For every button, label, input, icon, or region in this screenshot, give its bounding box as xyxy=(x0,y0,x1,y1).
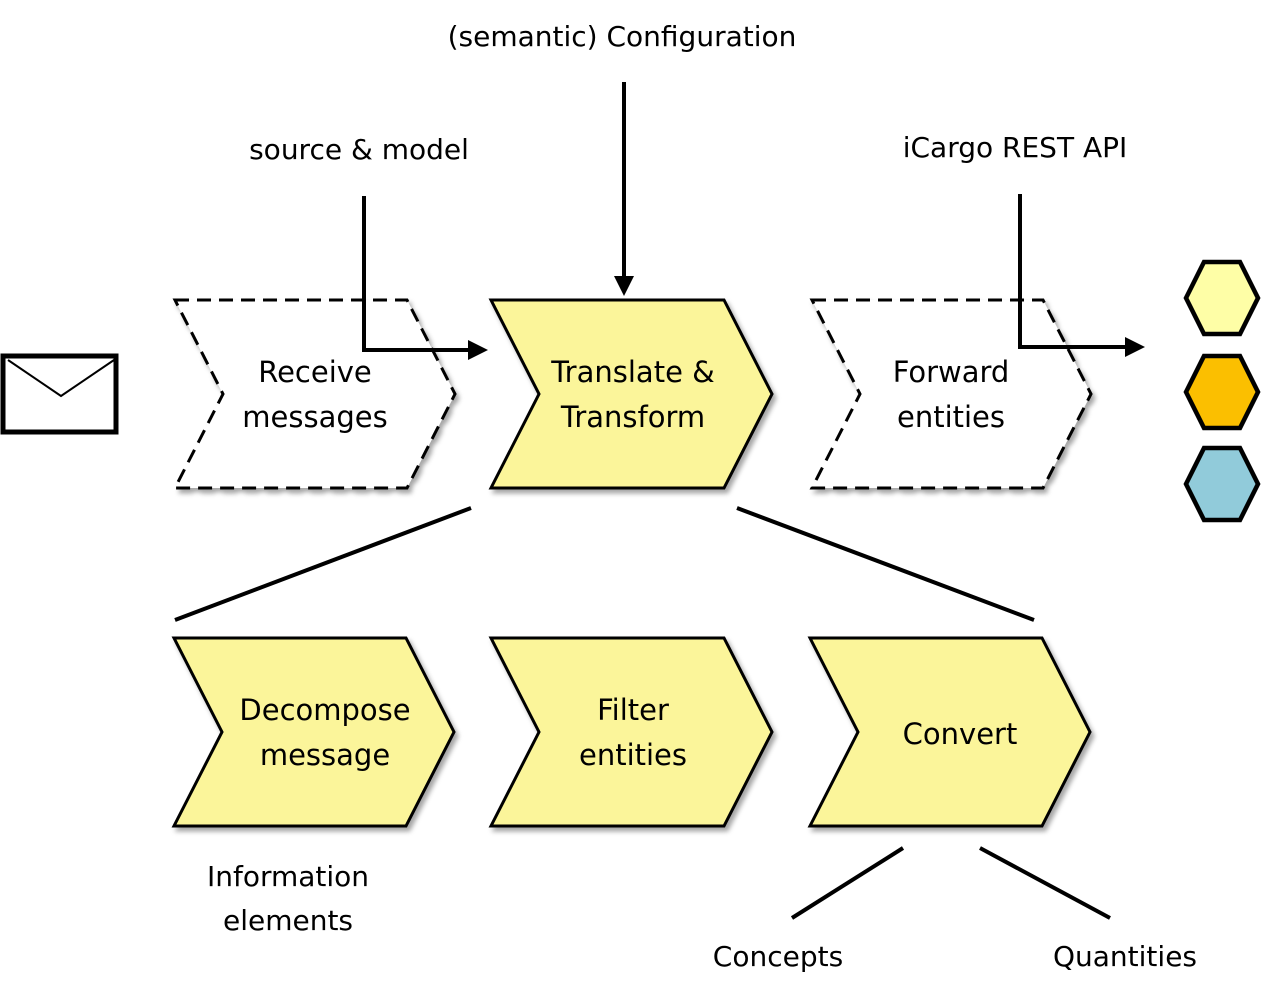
hexagon-yellow-icon xyxy=(1183,259,1261,337)
label-configuration: (semantic) Configuration xyxy=(448,20,797,53)
step-forward-entities: Forward entities xyxy=(809,298,1093,490)
step-filter-line1: Filter xyxy=(597,693,669,727)
step-forward-line2: entities xyxy=(897,400,1005,434)
step-convert-line1: Convert xyxy=(903,717,1018,751)
step-convert: Convert xyxy=(807,636,1092,828)
envelope-icon xyxy=(0,353,119,435)
api-arrow xyxy=(1018,194,1145,357)
label-concepts: Concepts xyxy=(713,940,843,973)
label-source-model: source & model xyxy=(249,133,469,166)
step-translate-line2: Transform xyxy=(560,400,705,434)
step-translate-transform: Translate & Transform xyxy=(488,298,774,490)
step-decompose-message: Decompose message xyxy=(171,636,456,828)
label-icargo-api: iCargo REST API xyxy=(903,131,1128,164)
convert-line-left xyxy=(790,846,905,920)
step-translate-line1: Translate & xyxy=(550,355,715,389)
label-information-line1: Information xyxy=(207,860,369,893)
hexagon-blue-icon xyxy=(1183,445,1261,523)
step-filter-line2: entities xyxy=(579,738,687,772)
step-forward-line1: Forward xyxy=(893,355,1010,389)
hexagon-orange-icon xyxy=(1183,353,1261,431)
expand-line-left xyxy=(174,506,472,622)
step-receive-line1: Receive xyxy=(258,355,372,389)
config-arrow xyxy=(614,82,634,296)
label-quantities: Quantities xyxy=(1053,940,1197,973)
source-arrow xyxy=(362,196,488,360)
step-decompose-line1: Decompose xyxy=(239,693,410,727)
step-decompose-line2: message xyxy=(260,738,390,772)
convert-line-right xyxy=(979,846,1111,920)
expand-line-right xyxy=(736,506,1035,622)
step-filter-entities: Filter entities xyxy=(488,636,774,828)
step-receive-messages: Receive messages xyxy=(172,298,457,490)
label-information-line2: elements xyxy=(223,904,353,937)
step-receive-line2: messages xyxy=(242,400,387,434)
